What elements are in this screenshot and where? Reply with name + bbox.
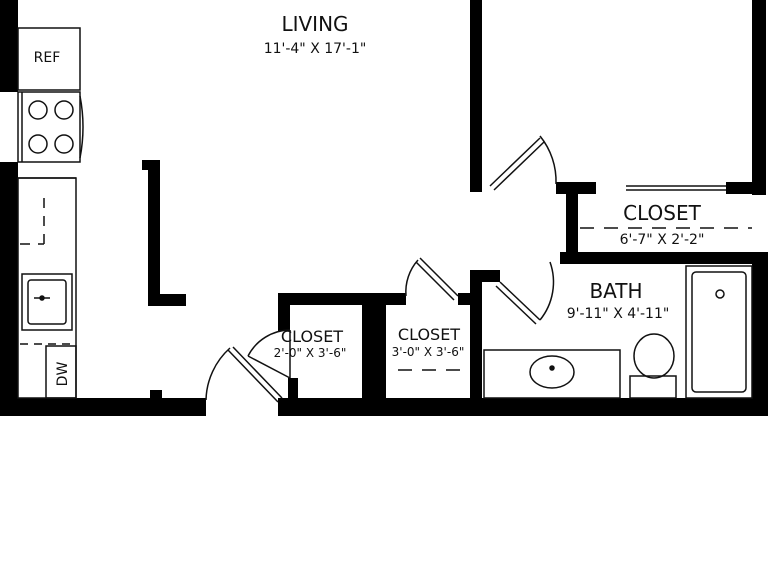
bath-top-wall xyxy=(560,252,768,264)
bath-right-wall xyxy=(752,252,768,416)
toilet-bowl xyxy=(633,333,675,379)
walls xyxy=(0,0,768,416)
partition-foot xyxy=(148,294,186,306)
bath-left-wall xyxy=(470,270,482,416)
bedroom-door-leaf[interactable] xyxy=(489,137,541,187)
partition-vertical xyxy=(148,160,160,306)
dishwasher xyxy=(45,345,77,399)
closet-top-name: CLOSET xyxy=(623,201,701,225)
closets-top-wall-c xyxy=(458,293,482,305)
closet-top-wall-b xyxy=(726,182,766,194)
labels: LIVING 11'-4" X 17'-1" CLOSET 6'-7" X 2'… xyxy=(34,12,705,386)
closet-top-dims: 6'-7" X 2'-2" xyxy=(620,232,705,248)
left-wall-lower xyxy=(0,162,18,416)
bath-sink xyxy=(529,355,575,389)
closet-b-dims: 3'-0" X 3'-6" xyxy=(392,345,465,359)
bath-name: BATH xyxy=(589,279,642,303)
bottom-wall-right xyxy=(278,398,768,416)
bedroom-wall-left xyxy=(470,0,482,192)
bath-fixtures xyxy=(483,265,753,399)
ref-label: REF xyxy=(34,50,61,66)
doors xyxy=(205,135,726,403)
bathtub xyxy=(685,265,753,399)
partition-stub xyxy=(150,390,162,402)
left-wall-upper xyxy=(0,0,18,92)
closet-divider xyxy=(362,293,386,416)
closet-top-side xyxy=(566,182,578,260)
closets-top-wall-b xyxy=(386,293,406,305)
kitchen xyxy=(17,27,84,399)
shelf-lines xyxy=(398,227,752,371)
closets-top-wall xyxy=(278,293,362,305)
burner xyxy=(28,100,48,120)
closet-b-name: CLOSET xyxy=(398,325,460,344)
closet-a-left-foot xyxy=(288,378,298,408)
range xyxy=(17,91,81,163)
living-dims: 11'-4" X 17'-1" xyxy=(264,41,367,57)
bath-dims: 9'-11" X 4'-11" xyxy=(567,306,670,322)
closet-a-name: CLOSET xyxy=(281,327,343,346)
closet-a-dims: 2'-0" X 3'-6" xyxy=(274,346,347,360)
closet-a-left-wall xyxy=(278,293,290,331)
bedroom-wall-right xyxy=(752,0,766,195)
vanity xyxy=(483,349,621,399)
refrigerator xyxy=(17,27,81,91)
dw-label: DW xyxy=(55,362,71,387)
partition-top-cap xyxy=(142,160,160,170)
entry-door-leaf[interactable] xyxy=(227,349,279,403)
bottom-wall-left xyxy=(0,398,206,416)
bath-left-cap xyxy=(470,270,500,282)
closet-b-door-leaf[interactable] xyxy=(419,257,459,297)
toilet-tank xyxy=(629,375,677,399)
living-name: LIVING xyxy=(281,12,348,36)
kitchen-sink xyxy=(21,273,73,331)
bath-door-leaf[interactable] xyxy=(499,281,541,321)
entry-door-swing xyxy=(205,347,231,401)
